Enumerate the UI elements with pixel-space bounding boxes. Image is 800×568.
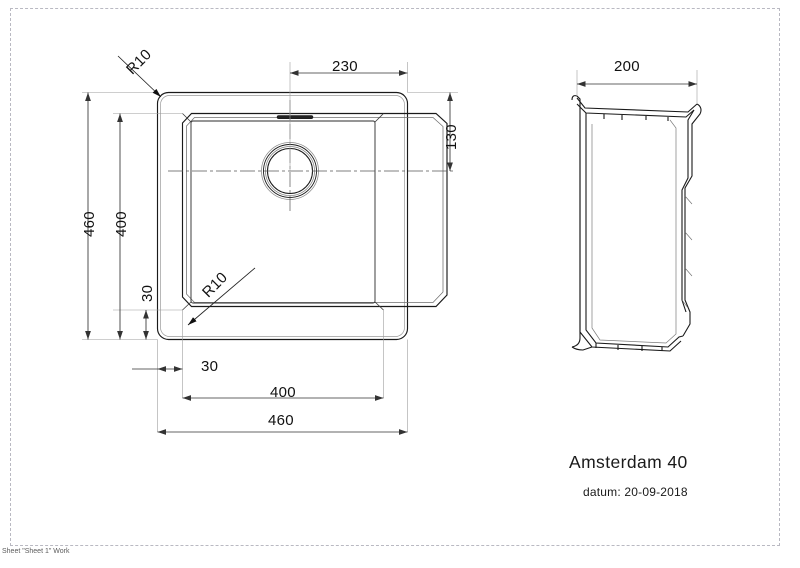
label-230: 230: [332, 58, 358, 75]
label-400-vertical: 400: [113, 211, 130, 237]
plan-dimension-lines: [82, 62, 458, 435]
label-200: 200: [614, 58, 640, 75]
plan-view-geometry: [156, 91, 448, 341]
drawing-date: datum: 20-09-2018: [583, 485, 688, 499]
side-view-geometry: [571, 95, 702, 352]
radius-leaders: [117, 55, 256, 326]
side-view-dimension-lines: [576, 70, 698, 104]
sheet-footer-note: Sheet "Sheet 1" Work: [2, 548, 70, 555]
label-400-horizontal: 400: [270, 384, 296, 401]
leader-r10-outer: [117, 55, 162, 98]
label-130: 130: [443, 124, 460, 150]
label-30-vertical: 30: [139, 284, 156, 302]
label-30-horizontal: 30: [201, 358, 219, 375]
label-460-horizontal: 460: [268, 412, 294, 429]
label-460-vertical: 460: [81, 211, 98, 237]
drawing-title: Amsterdam 40: [569, 452, 688, 472]
leader-r10-inner: [187, 267, 256, 326]
